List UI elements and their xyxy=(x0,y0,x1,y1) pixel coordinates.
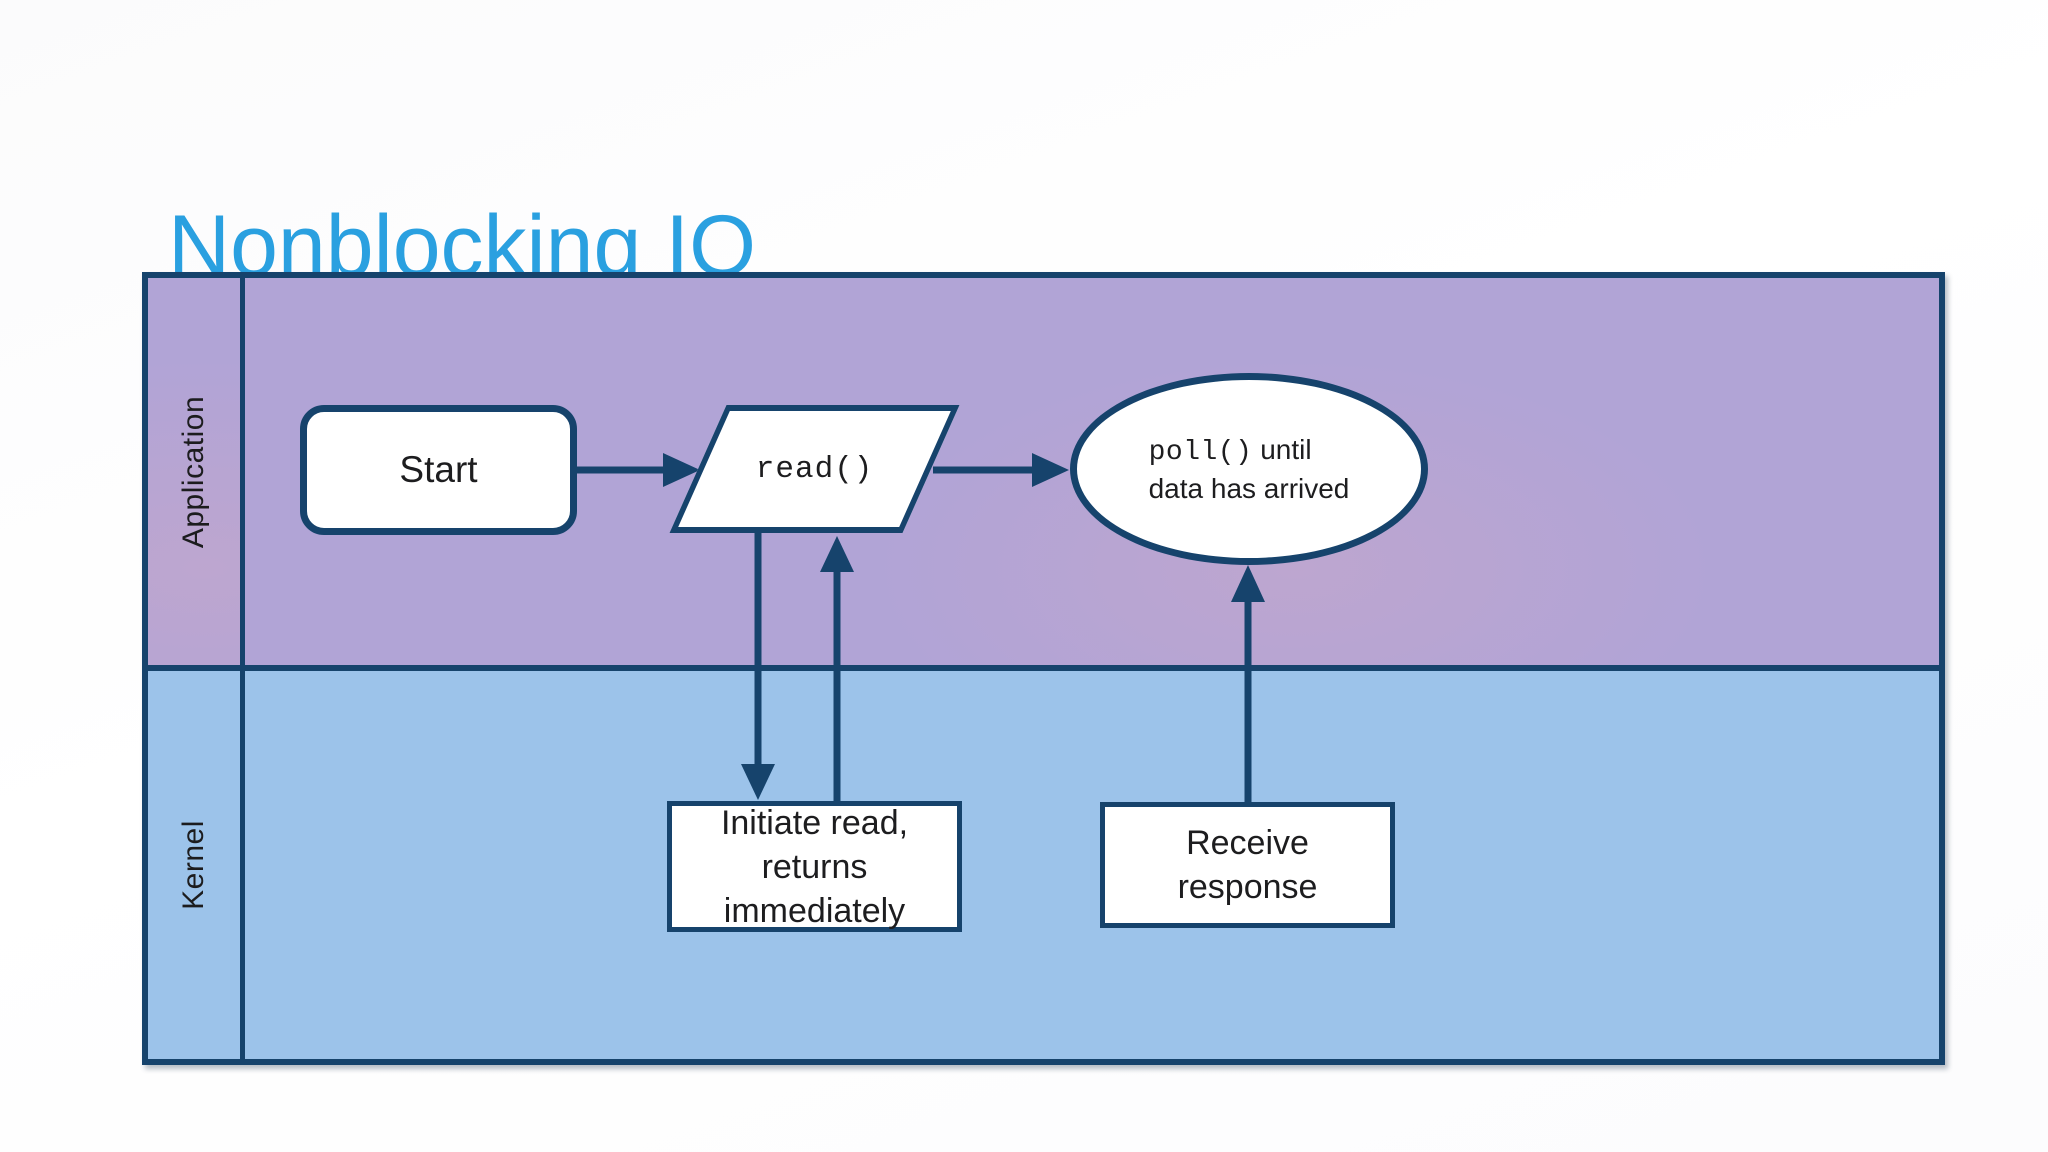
poll-node-line1: poll() until xyxy=(1149,432,1350,471)
initiate-read-node: Initiate read, returns immediately xyxy=(667,801,962,932)
swimlane-diagram: Application Kernel xyxy=(142,272,1945,1065)
start-node: Start xyxy=(300,405,577,535)
poll-code-text: poll() xyxy=(1148,436,1253,468)
initiate-read-node-label: Initiate read, returns immediately xyxy=(720,803,909,930)
poll-node-label: poll() until data has arrived xyxy=(1149,432,1350,507)
kernel-lane-label-cell: Kernel xyxy=(148,671,240,1059)
read-node-label: read() xyxy=(755,451,874,487)
poll-until-text: until xyxy=(1252,433,1312,465)
poll-node-line2: data has arrived xyxy=(1148,472,1350,504)
kernel-lane-label: Kernel xyxy=(177,820,210,910)
kernel-lane xyxy=(245,671,1939,1059)
receive-response-node: Receive response xyxy=(1100,802,1395,928)
application-lane-label-cell: Application xyxy=(148,278,240,665)
start-node-label: Start xyxy=(399,449,478,490)
poll-node: poll() until data has arrived xyxy=(1070,373,1428,565)
lane-divider xyxy=(148,665,1939,671)
receive-response-node-label: Receive response xyxy=(1177,824,1318,906)
application-lane-label: Application xyxy=(177,395,211,548)
